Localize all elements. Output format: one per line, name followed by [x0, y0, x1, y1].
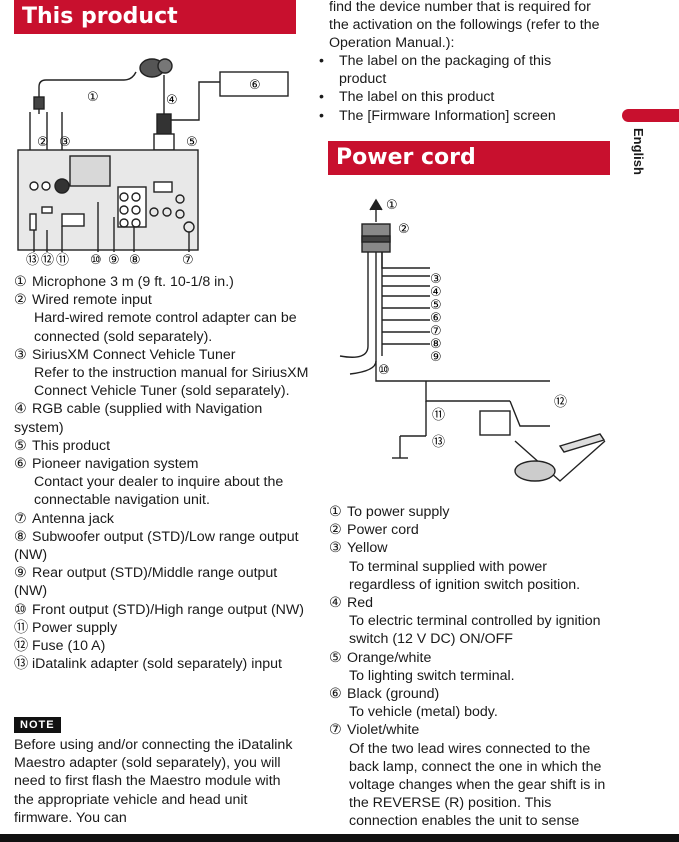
- figure-label-9: ⑨: [108, 253, 120, 268]
- section-title-this-product: This product: [14, 0, 296, 34]
- product-connection-figure: ① ② ③ ④ ⑤ ⑥ ⑦ ⑧ ⑨ ⑩ ⑪ ⑫ ⑬: [17, 58, 289, 268]
- pc-label-13: ⑬: [432, 435, 445, 450]
- list-item: •The [Firmware Information] screen: [319, 107, 556, 124]
- pc-label-3: ③: [430, 272, 442, 287]
- figure-label-7: ⑦: [182, 253, 194, 268]
- figure-label-13: ⑬: [26, 253, 39, 268]
- figure-label-5: ⑤: [186, 135, 198, 150]
- pc-label-9: ⑨: [430, 350, 442, 365]
- figure-label-11: ⑪: [56, 253, 69, 268]
- figure-label-4: ④: [166, 93, 178, 108]
- list-item: •The label on this product: [319, 89, 495, 106]
- figure-label-1: ①: [87, 90, 99, 105]
- pc-label-12: ⑫: [554, 395, 567, 410]
- language-tab-marker: [622, 109, 679, 122]
- figure-label-10: ⑩: [90, 253, 102, 268]
- pc-label-5: ⑤: [430, 298, 442, 313]
- power-cord-figure: ① ② ③ ④ ⑤ ⑥ ⑦ ⑧ ⑨ ⑩ ⑪ ⑫ ⑬: [339, 198, 606, 482]
- figure-label-3: ③: [59, 135, 71, 150]
- pc-label-7: ⑦: [430, 324, 442, 339]
- note-text: Before using and/or connecting the iData…: [14, 737, 293, 826]
- note-label: NOTE: [14, 717, 61, 733]
- pc-label-1: ①: [386, 198, 398, 213]
- figure-label-8: ⑧: [129, 253, 141, 268]
- pc-label-6: ⑥: [430, 311, 442, 326]
- footer-bar: [0, 834, 679, 842]
- pc-label-2: ②: [398, 222, 410, 237]
- pc-label-8: ⑧: [430, 337, 442, 352]
- figure-label-6: ⑥: [249, 78, 261, 93]
- intro-text: find the device number that is required …: [329, 0, 600, 52]
- pc-label-4: ④: [430, 285, 442, 300]
- device-number-bullets: •The label on the packaging of this prod…: [319, 52, 599, 125]
- pc-label-10: ⑩: [378, 363, 390, 378]
- language-tab-label: English: [631, 128, 646, 175]
- section-title-power-cord: Power cord: [328, 141, 610, 175]
- list-item: •The label on the packaging of this prod…: [319, 53, 552, 88]
- pc-label-11: ⑪: [432, 408, 445, 423]
- figure-label-12: ⑫: [41, 253, 54, 268]
- figure-label-2: ②: [37, 135, 49, 150]
